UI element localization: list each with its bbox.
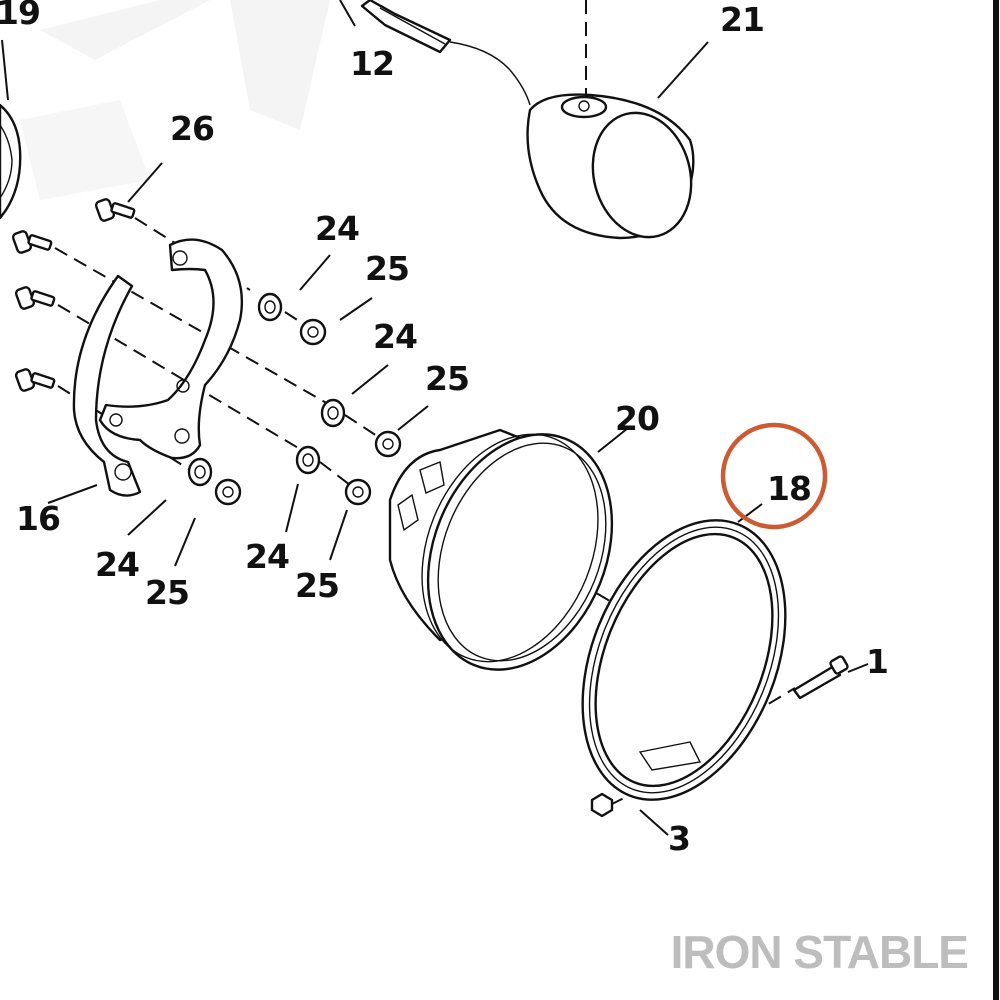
callout-25-bottom-mid: 25 [295, 566, 339, 605]
callout-18-highlight-circle [720, 422, 828, 530]
callout-24-bottom-left: 24 [95, 545, 139, 584]
grommet-24a [257, 254, 331, 322]
callout-25-mid: 25 [425, 359, 469, 398]
part-20-headlamp [388, 427, 629, 671]
cap-25c [174, 478, 242, 567]
callout-24-mid: 24 [373, 317, 417, 356]
callout-1: 1 [866, 642, 888, 681]
callout-26: 26 [170, 109, 214, 148]
cap-25b [374, 405, 429, 458]
watermark-text: IRON STABLE [671, 926, 968, 978]
grommet-24c [127, 457, 213, 536]
part-21-marker-lamp [449, 0, 709, 240]
background-watermark-shape [20, 0, 330, 200]
callout-25-top: 25 [365, 249, 409, 288]
bolt-left-1 [11, 230, 53, 254]
part-16-bracket [47, 238, 244, 504]
callout-20: 20 [615, 399, 659, 438]
part-1-screw [792, 655, 869, 700]
callout-24-bottom-mid: 24 [245, 537, 289, 576]
callout-labels: 19 12 21 26 24 25 24 25 20 18 16 24 25 2… [0, 0, 889, 858]
grommet-24d [285, 445, 321, 533]
cap-25d [329, 478, 372, 561]
callout-24-top: 24 [315, 209, 359, 248]
callout-25-bottom-left: 25 [145, 573, 189, 612]
callout-16: 16 [16, 499, 60, 538]
callout-3: 3 [668, 819, 690, 858]
part-19-housing [0, 39, 22, 220]
cap-25a [299, 297, 373, 346]
part-3-nut [590, 792, 669, 836]
part-18-trim-ring[interactable] [544, 490, 824, 830]
bolt-26 [94, 162, 163, 222]
callout-18[interactable]: 18 [767, 469, 812, 508]
bolt-left-2 [14, 286, 56, 310]
part-12-wire [339, 0, 452, 54]
callout-19: 19 [0, 0, 40, 32]
callout-21: 21 [720, 0, 764, 39]
grommet-24b [320, 364, 389, 428]
callout-12: 12 [350, 44, 394, 83]
bolt-left-3 [14, 368, 56, 392]
